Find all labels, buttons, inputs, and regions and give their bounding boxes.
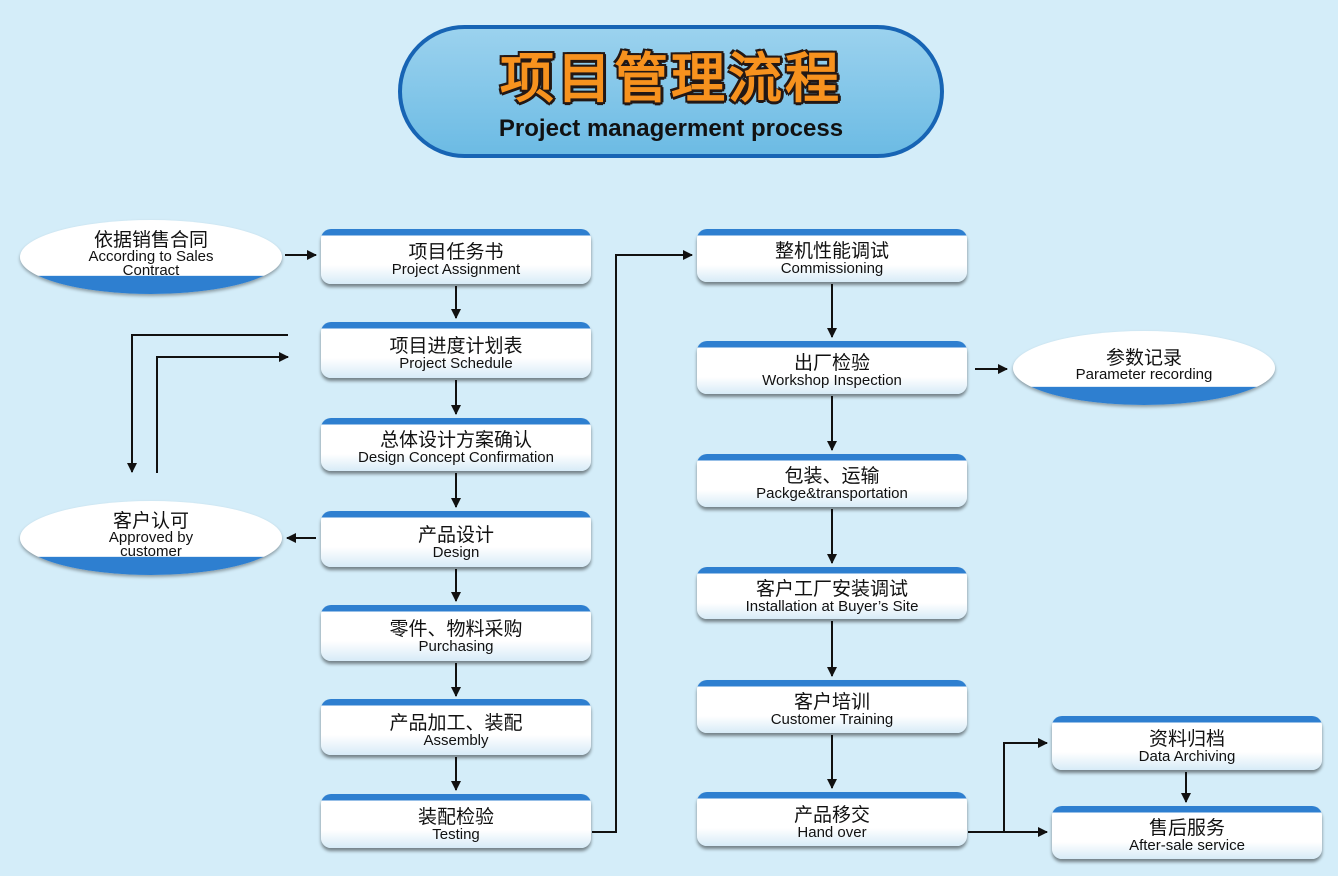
step-design: 产品设计 Design (321, 511, 591, 567)
step-design-concept: 总体设计方案确认 Design Concept Confirmation (321, 418, 591, 471)
title-english: Project managerment process (498, 115, 844, 142)
arrow-handover-to-archiving (968, 738, 1048, 833)
step-installation: 客户工厂安装调试 Installation at Buyer’s Site (697, 567, 967, 619)
node-label-en: Contract (122, 262, 180, 279)
step-label-zh: 客户培训 (793, 691, 870, 713)
step-customer-training: 客户培训 Customer Training (697, 680, 967, 733)
step-label-zh: 售后服务 (1148, 817, 1225, 839)
node-label-zh: 依据销售合同 (93, 229, 208, 251)
step-label-zh: 总体设计方案确认 (379, 429, 532, 451)
step-label-en: Design (432, 543, 480, 561)
node-label-zh: 参数记录 (1105, 347, 1182, 369)
step-testing: 装配检验 Testing (321, 794, 591, 848)
step-label-en: Design Concept Confirmation (358, 449, 554, 466)
step-label-en: Data Archiving (1138, 747, 1236, 765)
title-chinese: 项目管理流程 (500, 47, 842, 110)
step-label-en: Project Schedule (399, 354, 513, 372)
step-purchasing: 零件、物料采购 Purchasing (321, 605, 591, 661)
step-label-zh: 项目任务书 (408, 241, 504, 263)
node-label-en: Approved by (108, 529, 194, 546)
step-data-archiving: 资料归档 Data Archiving (1052, 716, 1322, 770)
node-label-en: According to Sales (88, 248, 214, 265)
arrow-schedule-to-approval (127, 334, 288, 473)
node-parameter-recording: 参数记录 Parameter recording (1013, 331, 1275, 405)
step-label-en: Testing (432, 825, 480, 843)
step-project-assignment: 项目任务书 Project Assignment (321, 229, 591, 284)
node-label-en: customer (120, 543, 182, 560)
arrow-approval-to-schedule (156, 352, 289, 473)
step-label-zh: 产品设计 (417, 523, 494, 546)
node-label-en: Parameter recording (1075, 366, 1213, 383)
step-label-zh: 零件、物料采购 (389, 617, 523, 640)
step-label-zh: 项目进度计划表 (389, 334, 523, 357)
step-label-zh: 产品移交 (793, 803, 870, 826)
node-customer-approval: 客户认可 Approved by customer (20, 501, 282, 575)
step-assembly: 产品加工、装配 Assembly (321, 699, 591, 755)
step-label-zh: 客户工厂安装调试 (755, 577, 908, 600)
step-label-en: Commissioning (780, 260, 884, 277)
step-after-sale-service: 售后服务 After-sale service (1052, 806, 1322, 859)
node-label-zh: 客户认可 (112, 510, 189, 532)
step-label-en: Hand over (797, 823, 867, 841)
step-label-en: Packge&transportation (756, 485, 908, 502)
step-label-en: Installation at Buyer’s Site (745, 597, 919, 615)
step-hand-over: 产品移交 Hand over (697, 792, 967, 846)
step-workshop-inspection: 出厂检验 Workshop Inspection (697, 341, 967, 394)
step-label-zh: 包装、运输 (784, 465, 880, 487)
step-label-en: After-sale service (1129, 837, 1245, 854)
step-label-zh: 资料归档 (1148, 727, 1225, 750)
step-label-zh: 装配检验 (417, 805, 494, 828)
title-banner: 项目管理流程 Project managerment process (398, 25, 944, 158)
step-label-en: Project Assignment (391, 261, 521, 278)
step-label-zh: 出厂检验 (793, 352, 870, 374)
arrow-testing-to-commissioning (592, 250, 693, 833)
step-label-en: Customer Training (770, 711, 894, 728)
step-commissioning: 整机性能调试 Commissioning (697, 229, 967, 282)
step-label-zh: 整机性能调试 (774, 240, 889, 262)
step-label-en: Assembly (423, 731, 489, 749)
step-label-zh: 产品加工、装配 (389, 711, 523, 734)
node-sales-contract: 依据销售合同 According to Sales Contract (20, 220, 282, 294)
step-label-en: Purchasing (418, 637, 494, 655)
step-packaging-transport: 包装、运输 Packge&transportation (697, 454, 967, 507)
step-project-schedule: 项目进度计划表 Project Schedule (321, 322, 591, 378)
step-label-en: Workshop Inspection (762, 372, 902, 389)
